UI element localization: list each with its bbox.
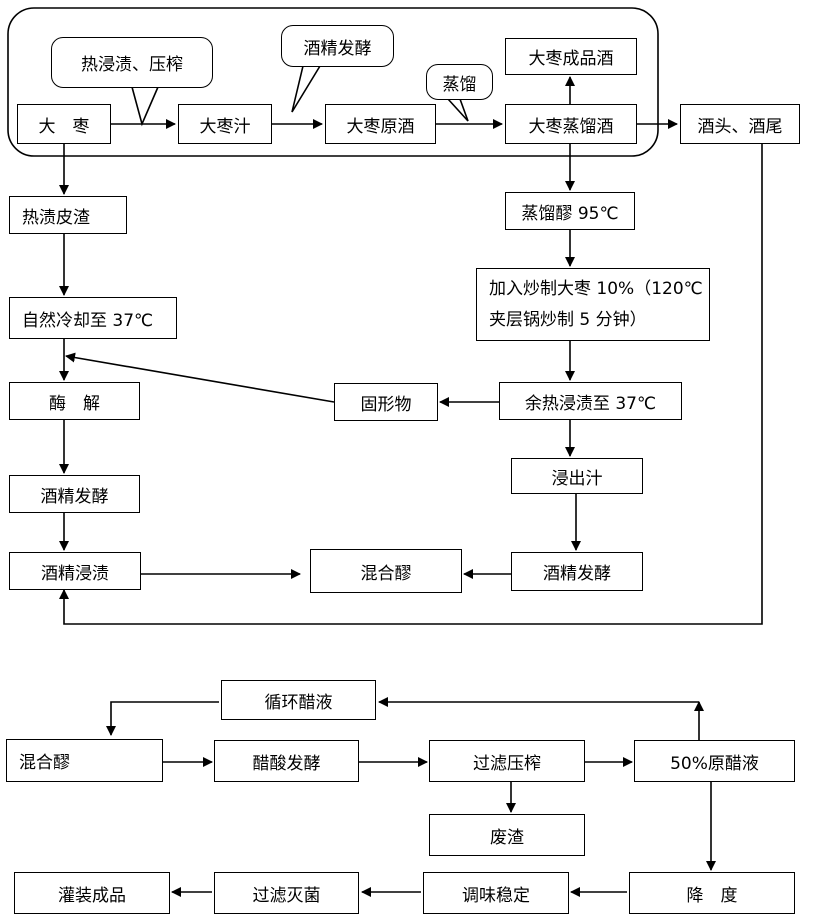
node-dilute: 降 度 (629, 872, 795, 914)
node-filter-sterilize: 过滤灭菌 (214, 872, 359, 914)
node-filter-sterilize-label: 过滤灭菌 (253, 881, 321, 906)
bubble-alcohol-ferment: 酒精发酵 (281, 25, 394, 67)
node-mixed-mash-2-label: 混合醪 (19, 748, 70, 773)
node-recycle-vinegar-label: 循环醋液 (265, 688, 333, 713)
node-extract-juice-label: 浸出汁 (552, 464, 603, 489)
node-flavor-stabilize: 调味稳定 (423, 872, 569, 914)
node-right-alcohol-ferment-label: 酒精发酵 (543, 559, 611, 584)
node-hot-soak-residue: 热渍皮渣 (9, 196, 127, 234)
node-solids-label: 固形物 (361, 390, 412, 415)
node-natural-cool-label: 自然冷却至 37℃ (22, 306, 153, 331)
node-jujube-finished-wine: 大枣成品酒 (505, 38, 637, 75)
node-add-fried-line2: 夹层锅炒制 5 分钟） (489, 305, 647, 336)
node-jujube: 大 枣 (17, 104, 111, 144)
node-jujube-distilled-wine-label: 大枣蒸馏酒 (529, 112, 614, 137)
bubble-pointer-hot-soak (132, 87, 158, 124)
node-acetic-ferment-label: 醋酸发酵 (253, 749, 321, 774)
node-mixed-mash-1: 混合醪 (310, 549, 462, 593)
node-solids: 固形物 (334, 383, 438, 421)
node-mixed-mash-1-label: 混合醪 (361, 559, 412, 584)
node-add-fried-line1: 加入炒制大枣 10%（120℃ (489, 274, 703, 305)
node-enzymolysis-label: 酶 解 (49, 389, 100, 414)
node-left-alcohol-ferment: 酒精发酵 (9, 475, 140, 513)
node-jujube-label: 大 枣 (39, 112, 90, 137)
node-filter-press: 过滤压榨 (429, 740, 585, 782)
node-residual-heat-soak: 余热浸渍至 37℃ (499, 382, 682, 420)
bubble-hot-soak-press-label: 热浸渍、压榨 (81, 50, 183, 75)
node-flavor-stabilize-label: 调味稳定 (462, 881, 530, 906)
node-heads-tails-label: 酒头、酒尾 (698, 112, 783, 137)
node-add-fried-jujube: 加入炒制大枣 10%（120℃ 夹层锅炒制 5 分钟） (476, 268, 710, 341)
bubble-pointer-ferment (292, 66, 320, 112)
bubble-pointer-distill (448, 99, 468, 121)
bubble-distill-label: 蒸馏 (443, 70, 477, 95)
node-acetic-ferment: 醋酸发酵 (214, 740, 359, 782)
node-distill-mash-label: 蒸馏醪 95℃ (521, 199, 618, 224)
node-dilute-label: 降 度 (687, 881, 738, 906)
arrow-recycle-to-mixed (111, 702, 219, 735)
node-raw-vinegar-50: 50%原醋液 (634, 740, 795, 782)
bubble-distill: 蒸馏 (426, 64, 493, 100)
node-jujube-base-wine-label: 大枣原酒 (347, 112, 415, 137)
bubble-alcohol-ferment-label: 酒精发酵 (304, 34, 372, 59)
node-heads-tails: 酒头、酒尾 (680, 104, 800, 144)
node-alcohol-soak: 酒精浸渍 (9, 552, 141, 590)
node-natural-cool: 自然冷却至 37℃ (9, 297, 177, 339)
node-filter-press-label: 过滤压榨 (473, 749, 541, 774)
node-jujube-base-wine: 大枣原酒 (325, 104, 436, 144)
node-recycle-vinegar: 循环醋液 (221, 680, 376, 720)
node-enzymolysis: 酶 解 (9, 382, 140, 420)
bubble-hot-soak-press: 热浸渍、压榨 (51, 37, 213, 88)
node-right-alcohol-ferment: 酒精发酵 (511, 552, 643, 591)
node-jujube-juice: 大枣汁 (178, 104, 272, 144)
node-bottling: 灌装成品 (14, 872, 170, 914)
node-jujube-distilled-wine: 大枣蒸馏酒 (505, 104, 637, 144)
node-bottling-label: 灌装成品 (58, 881, 126, 906)
node-mixed-mash-2: 混合醪 (6, 739, 163, 782)
node-alcohol-soak-label: 酒精浸渍 (41, 559, 109, 584)
node-waste-residue-label: 废渣 (490, 823, 524, 848)
node-raw-vinegar-50-label: 50%原醋液 (670, 749, 759, 774)
node-residual-heat-soak-label: 余热浸渍至 37℃ (525, 389, 656, 414)
node-distill-mash: 蒸馏醪 95℃ (505, 192, 635, 230)
node-hot-soak-residue-label: 热渍皮渣 (22, 203, 90, 228)
node-jujube-finished-wine-label: 大枣成品酒 (529, 44, 614, 69)
node-left-alcohol-ferment-label: 酒精发酵 (41, 482, 109, 507)
node-waste-residue: 废渣 (429, 814, 585, 856)
node-extract-juice: 浸出汁 (511, 458, 643, 494)
node-jujube-juice-label: 大枣汁 (200, 112, 251, 137)
